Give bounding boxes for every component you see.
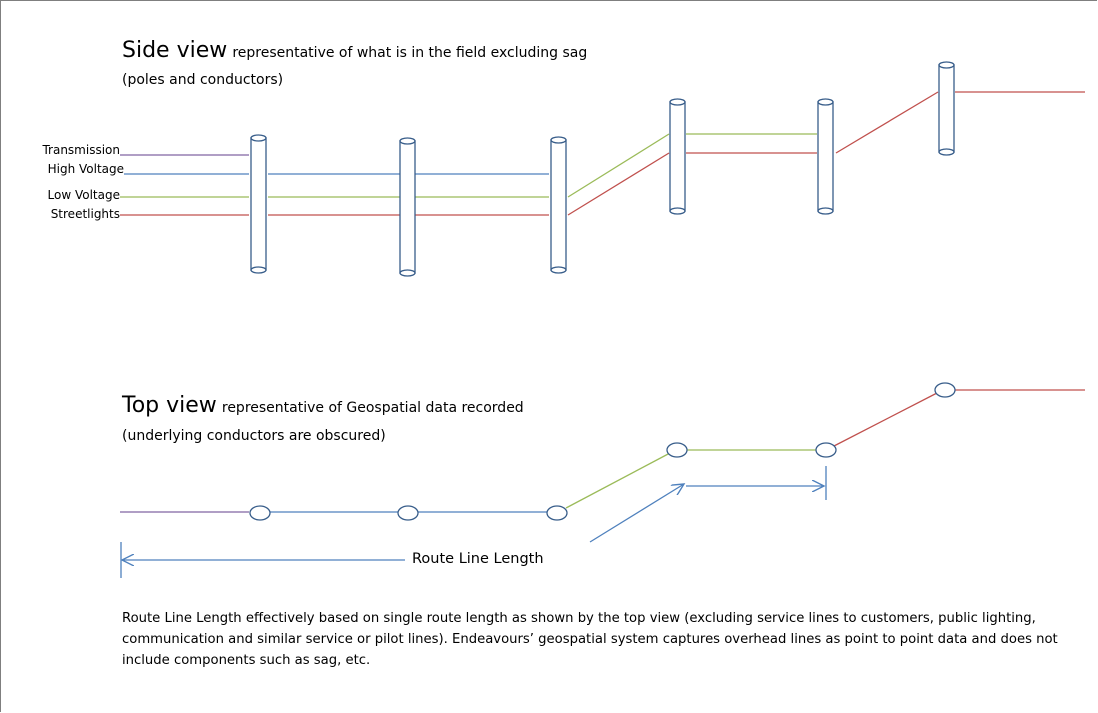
side-view-description: representative of what is in the field e… xyxy=(232,45,588,61)
top-pole-3 xyxy=(546,505,568,521)
top-pole-4 xyxy=(666,442,688,458)
label-transmission: Transmission xyxy=(42,143,120,157)
top-view-title: Top view xyxy=(122,393,217,418)
side-view-title: Side view xyxy=(122,38,228,63)
top-view-subtitle: (underlying conductors are obscured) xyxy=(122,428,386,444)
pole-1 xyxy=(250,134,267,274)
top-pole-1 xyxy=(249,505,271,521)
top-pole-2 xyxy=(397,505,419,521)
top-pole-6 xyxy=(934,382,956,398)
label-low-voltage: Low Voltage xyxy=(47,188,120,202)
low-voltage-conductor-slope xyxy=(567,133,670,198)
pole-5 xyxy=(817,98,834,215)
top-pole-5 xyxy=(815,442,837,458)
pole-6 xyxy=(938,61,955,156)
pole-4 xyxy=(669,98,686,215)
top-view-heading: Top view representative of Geospatial da… xyxy=(122,393,524,418)
pole-2 xyxy=(399,137,416,277)
side-view-subtitle: (poles and conductors) xyxy=(122,72,284,88)
pole-3 xyxy=(550,136,567,274)
streetlights-conductor-slope xyxy=(567,152,670,216)
top-streetlights-slope xyxy=(833,392,938,447)
label-high-voltage: High Voltage xyxy=(47,162,124,176)
top-low-voltage-slope xyxy=(565,452,671,509)
route-line-length-label: Route Line Length xyxy=(412,551,544,567)
explanatory-note: Route Line Length effectively based on s… xyxy=(122,611,1058,668)
streetlights-conductor-slope-2 xyxy=(835,91,939,154)
label-streetlights: Streetlights xyxy=(50,207,120,221)
side-view-heading: Side view representative of what is in t… xyxy=(122,38,587,63)
pointer-arrow xyxy=(589,484,684,543)
top-view-description: representative of Geospatial data record… xyxy=(221,400,524,416)
